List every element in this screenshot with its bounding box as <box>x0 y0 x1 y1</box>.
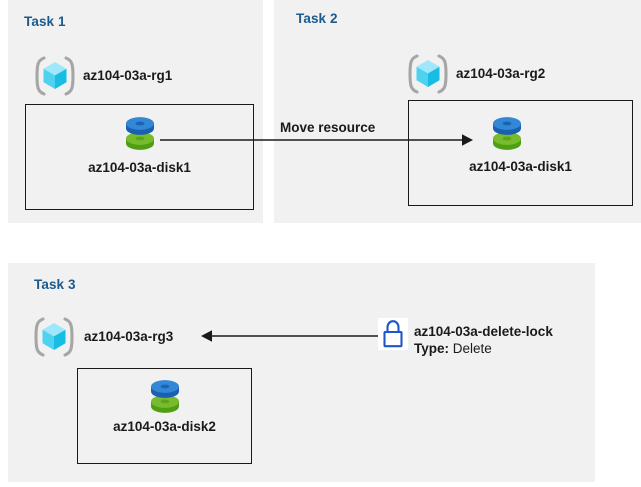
resource-group-container-rg3 <box>77 368 252 464</box>
task-panel-3 <box>8 263 595 482</box>
managed-disk-icon <box>120 112 160 154</box>
task-1-title: Task 1 <box>24 14 66 29</box>
lock-type-key: Type: <box>414 341 450 357</box>
disk-label-disk1-task1: az104-03a-disk1 <box>88 160 191 175</box>
lock-text-group: az104-03a-delete-lock Type: Delete <box>414 323 553 358</box>
lock-type-value-text: Delete <box>452 341 492 357</box>
move-resource-label: Move resource <box>280 120 376 135</box>
resource-group-label-rg2: az104-03a-rg2 <box>456 66 546 81</box>
disk-label-disk2-task3: az104-03a-disk2 <box>113 419 216 434</box>
lock-icon <box>378 318 408 350</box>
managed-disk-icon <box>145 375 185 417</box>
lock-name-label: az104-03a-delete-lock <box>414 324 553 339</box>
resource-group-icon <box>406 52 450 96</box>
task-panel-2 <box>274 0 641 223</box>
task-2-title: Task 2 <box>296 11 338 26</box>
task-3-title: Task 3 <box>34 277 76 292</box>
managed-disk-icon <box>487 112 527 154</box>
task-panel-1 <box>8 0 263 223</box>
resource-group-container-rg2 <box>408 100 633 206</box>
resource-group-icon <box>32 315 76 359</box>
lock-type-row: Type: Delete <box>414 340 553 357</box>
resource-group-container-rg1 <box>25 104 254 210</box>
resource-group-label-rg1: az104-03a-rg1 <box>83 68 173 83</box>
resource-group-label-rg3: az104-03a-rg3 <box>84 329 174 344</box>
disk-label-disk1-task2: az104-03a-disk1 <box>469 159 572 174</box>
resource-group-icon <box>33 54 77 98</box>
